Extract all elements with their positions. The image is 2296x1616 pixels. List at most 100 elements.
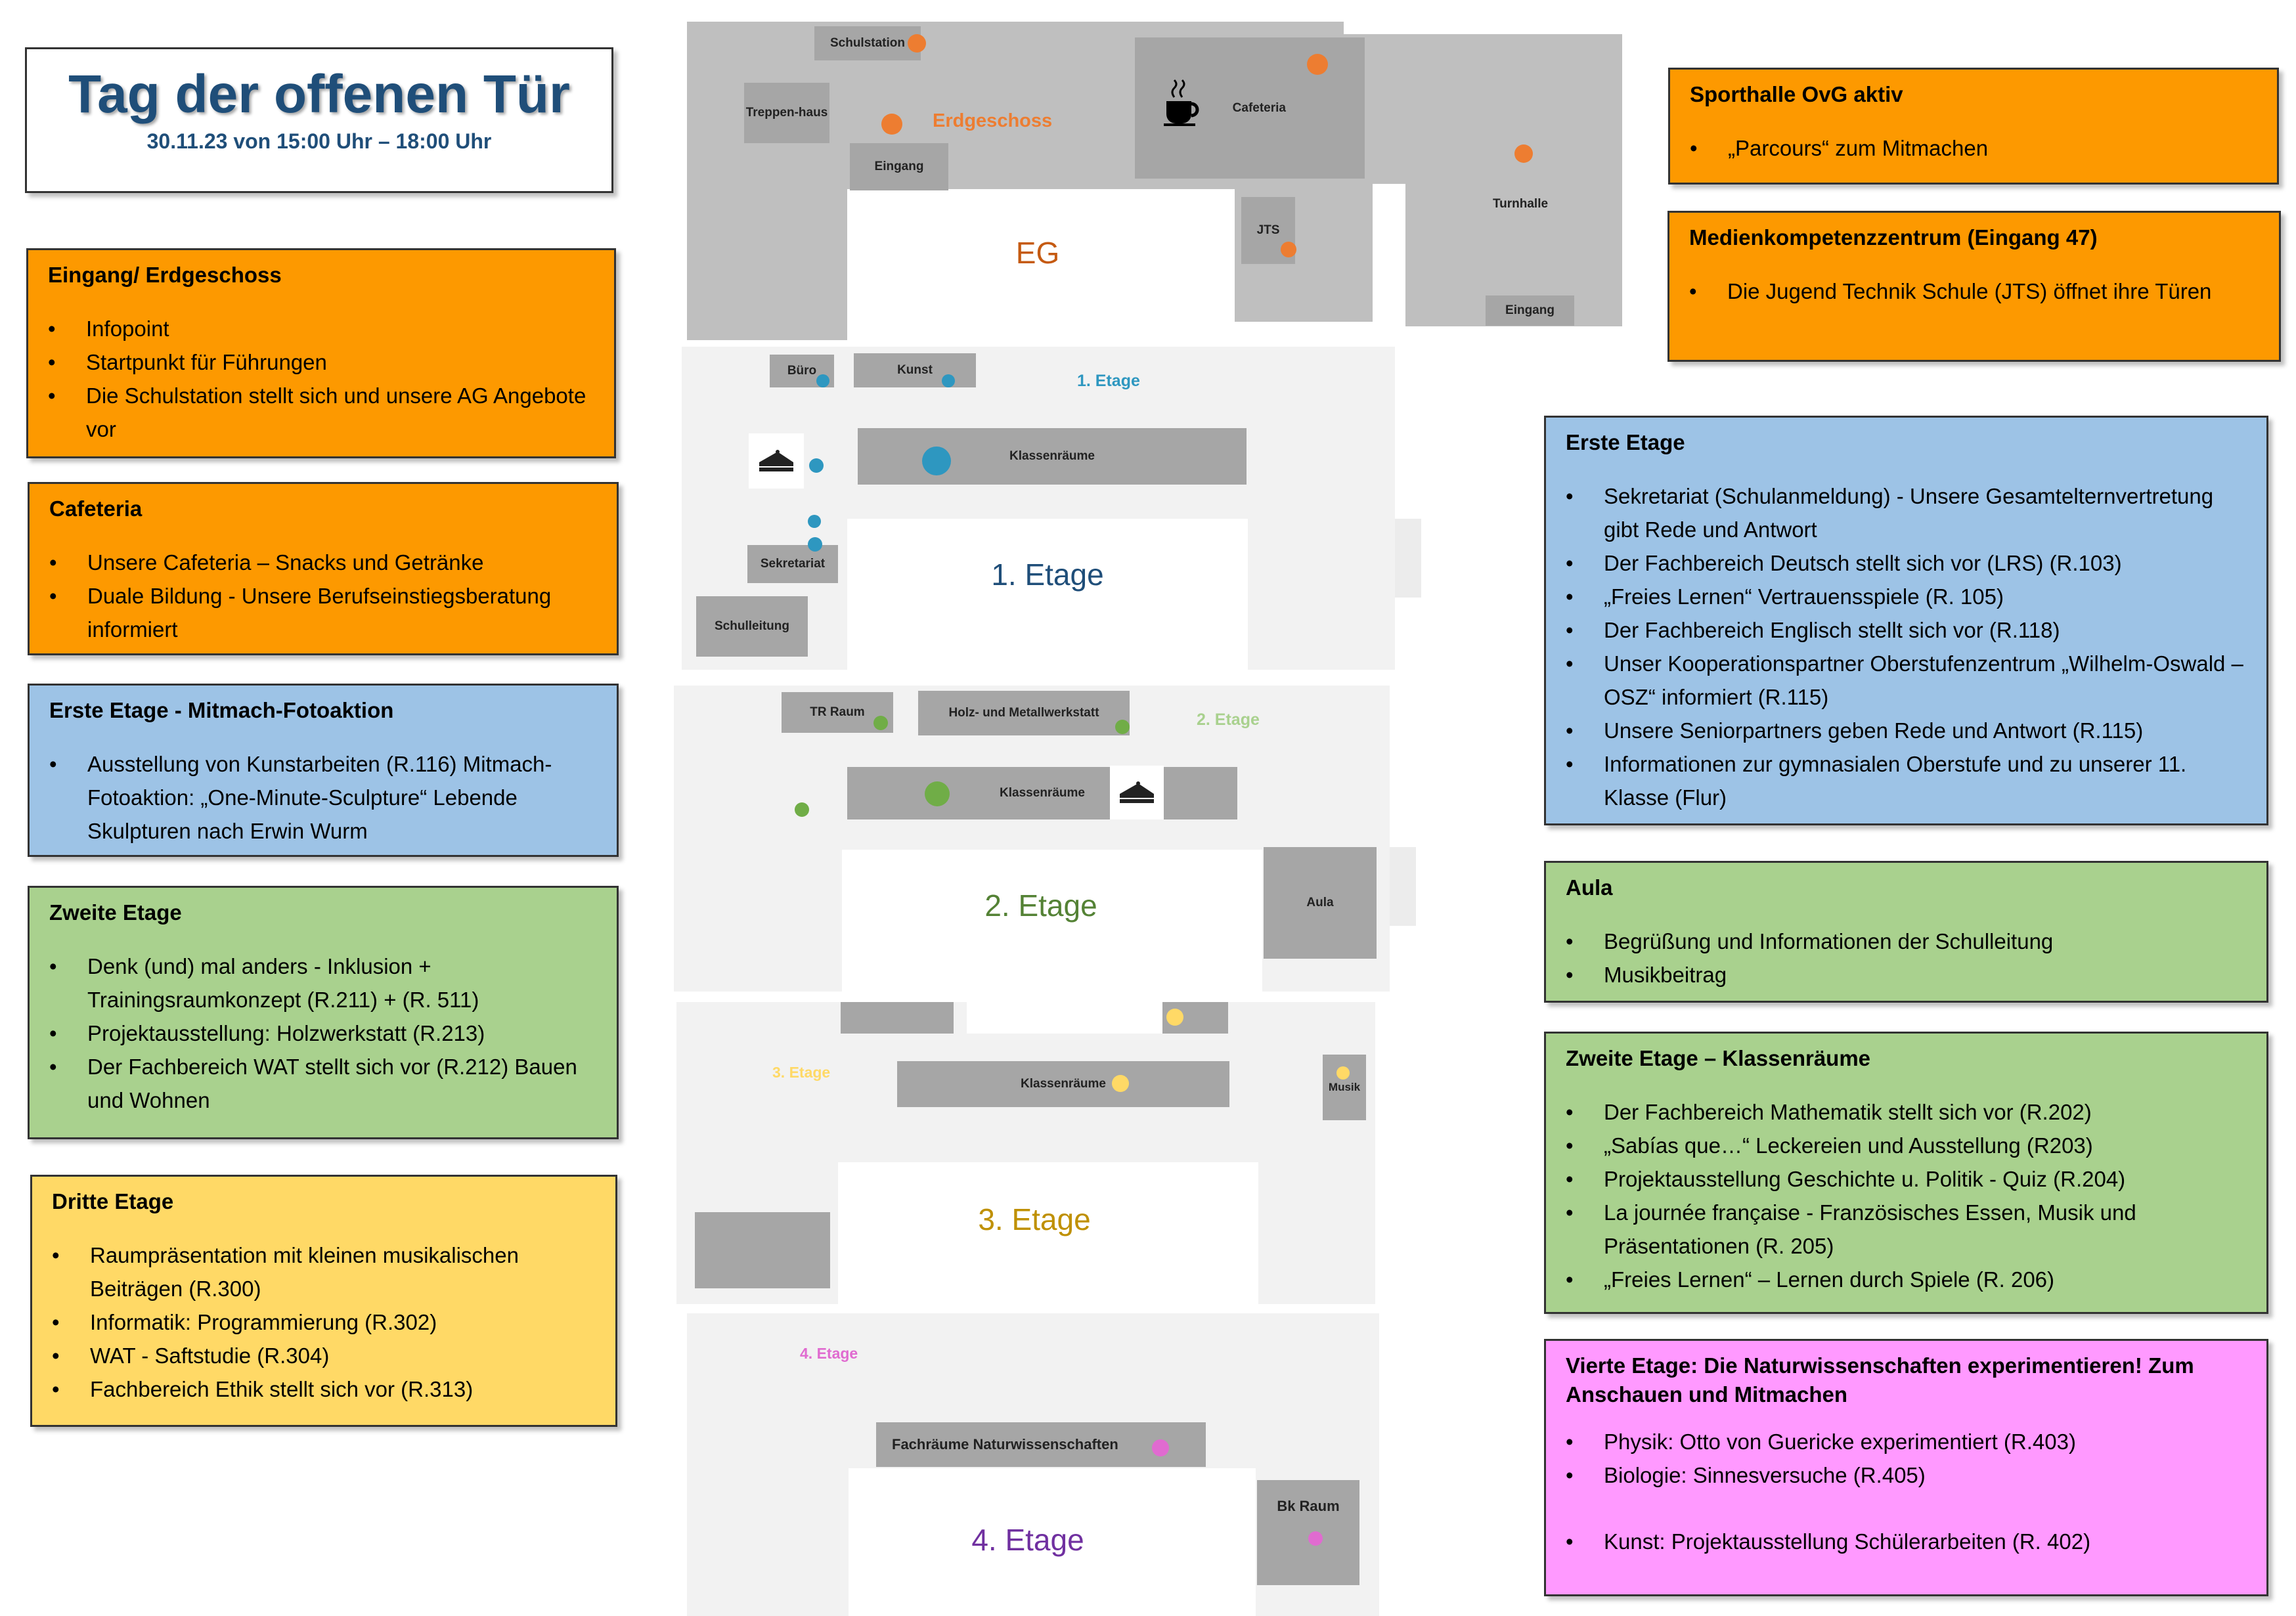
info-box-heading: Eingang/ Erdgeschoss — [48, 263, 282, 287]
marker-dot — [808, 537, 822, 552]
marker-dot — [908, 34, 926, 53]
marker-dot — [925, 781, 950, 806]
list-item: Projektausstellung: Holzwerkstatt (R.213… — [49, 1016, 597, 1050]
marker-dot — [922, 447, 951, 475]
list-item: Die Jugend Technik Schule (JTS) öffnet i… — [1689, 274, 2259, 308]
list-item: Ausstellung von Kunstarbeiten (R.116) Mi… — [49, 747, 597, 848]
list-item: Biologie: Sinnesversuche (R.405) — [1566, 1458, 2247, 1492]
marker-dot — [808, 515, 821, 528]
list-item: Sekretariat (Schulanmeldung) - Unsere Ge… — [1566, 479, 2247, 546]
page-subtitle: 30.11.23 von 15:00 Uhr – 18:00 Uhr — [146, 129, 492, 153]
list-item: Informatik: Programmierung (R.302) — [52, 1305, 596, 1339]
info-box-heading: Medienkompetenzzentrum (Eingang 47) — [1689, 225, 2098, 250]
e3-room-bottom-left — [695, 1212, 830, 1288]
room-aula: Aula — [1264, 847, 1377, 959]
room-turnhalle: Turnhalle — [1492, 197, 1549, 211]
room-eingang-turnhalle: Eingang — [1486, 295, 1574, 326]
list-item: Der Fachbereich Deutsch stellt sich vor … — [1566, 546, 2247, 580]
marker-dot — [1152, 1439, 1169, 1456]
list-item: Physik: Otto von Guericke experimentiert… — [1566, 1425, 2247, 1458]
floor-sublabel-etage-3: 3. Etage — [772, 1064, 831, 1081]
list-item: Projektausstellung Geschichte u. Politik… — [1566, 1162, 2247, 1196]
list-item: Die Schulstation stellt sich und unsere … — [48, 379, 594, 446]
info-box-heading: Erste Etage — [1566, 430, 1685, 454]
info-list: Physik: Otto von Guericke experimentiert… — [1566, 1425, 2247, 1558]
marker-dot — [1281, 242, 1296, 257]
marker-dot — [881, 114, 902, 135]
list-item: Begrüßung und Informationen der Schullei… — [1566, 925, 2247, 958]
floor-sublabel-eg: Erdgeschoss — [933, 110, 1053, 131]
list-item: Kunst: Projektausstellung Schülerarbeite… — [1566, 1525, 2247, 1558]
page-title: Tag der offenen Tür — [68, 64, 570, 124]
room-jts: JTS — [1241, 197, 1295, 264]
list-item: Denk (und) mal anders - Inklusion + Trai… — [49, 950, 597, 1016]
marker-dot — [795, 802, 809, 817]
room-holz-metallwerkstatt: Holz- und Metallwerkstatt — [918, 691, 1130, 735]
list-item: Der Fachbereich Englisch stellt sich vor… — [1566, 613, 2247, 647]
marker-dot — [1307, 54, 1328, 75]
marker-dot — [1514, 144, 1533, 163]
marker-dot — [1115, 720, 1130, 734]
eg-wing-left — [687, 189, 847, 340]
info-list: Raumpräsentation mit kleinen musikalisch… — [52, 1238, 596, 1406]
info-box-heading: Zweite Etage – Klassenräume — [1566, 1046, 1871, 1070]
coffee-cup-icon — [1157, 79, 1207, 129]
info-box-heading: Cafeteria — [49, 496, 143, 521]
room-klassenraeume-1: Klassenräume — [858, 428, 1247, 485]
list-item: Duale Bildung - Unsere Berufseinstiegsbe… — [49, 579, 597, 646]
list-item: WAT - Saftstudie (R.304) — [52, 1339, 596, 1372]
list-item: „Freies Lernen“ Vertrauensspiele (R. 105… — [1566, 580, 2247, 613]
room-schulstation: Schulstation — [814, 26, 921, 60]
e1-courtyard — [847, 519, 1248, 670]
cake-icon — [1110, 766, 1164, 819]
info-list: „Parcours“ zum Mitmachen — [1690, 131, 2257, 165]
info-list: Begrüßung und Informationen der Schullei… — [1566, 925, 2247, 992]
info-box-medienkompetenzzentrum: Medienkompetenzzentrum (Eingang 47) Die … — [1667, 211, 2281, 362]
list-item: Raumpräsentation mit kleinen musikalisch… — [52, 1238, 596, 1305]
list-item: Der Fachbereich Mathematik stellt sich v… — [1566, 1095, 2247, 1129]
floor-sublabel-etage-4: 4. Etage — [800, 1345, 858, 1362]
room-musik: Musik — [1323, 1055, 1366, 1120]
list-item: Startpunkt für Führungen — [48, 345, 594, 379]
marker-dot — [1308, 1531, 1323, 1546]
info-list: Denk (und) mal anders - Inklusion + Trai… — [49, 950, 597, 1117]
floor-label-etage-4: 4. Etage — [971, 1523, 1084, 1557]
list-item: „Parcours“ zum Mitmachen — [1690, 131, 2257, 165]
info-box-heading: Zweite Etage — [49, 900, 182, 925]
info-box-aula: Aula Begrüßung und Informationen der Sch… — [1544, 861, 2268, 1003]
info-box-cafeteria: Cafeteria Unsere Cafeteria – Snacks und … — [28, 482, 619, 655]
marker-dot — [1166, 1009, 1183, 1026]
info-box-erste-etage: Erste Etage Sekretariat (Schulanmeldung)… — [1544, 416, 2268, 825]
cake-icon — [749, 433, 804, 489]
room-fachraeume-naturwissenschaften: Fachräume Naturwissenschaften — [876, 1422, 1206, 1467]
list-item: Fachbereich Ethik stellt sich vor (R.313… — [52, 1372, 596, 1406]
info-box-sporthalle: Sporthalle OvG aktiv „Parcours“ zum Mitm… — [1668, 68, 2279, 185]
list-item: Unsere Cafeteria – Snacks und Getränke — [49, 546, 597, 579]
list-item: Unser Kooperationspartner Oberstufenzent… — [1566, 647, 2247, 714]
floor-label-etage-1: 1. Etage — [991, 557, 1104, 592]
info-list: Ausstellung von Kunstarbeiten (R.116) Mi… — [49, 747, 597, 848]
room-schulleitung: Schulleitung — [696, 596, 808, 657]
info-box-heading: Aula — [1566, 875, 1613, 900]
marker-dot — [873, 716, 888, 730]
info-box-zweite-etage: Zweite Etage Denk (und) mal anders - Ink… — [28, 886, 619, 1139]
list-item: „Freies Lernen“ – Lernen durch Spiele (R… — [1566, 1263, 2247, 1296]
info-box-heading: Dritte Etage — [52, 1189, 174, 1213]
list-item: Der Fachbereich WAT stellt sich vor (R.2… — [49, 1050, 597, 1117]
room-klassenraeume-3: Klassenräume — [897, 1061, 1229, 1107]
room-eingang: Eingang — [850, 143, 948, 190]
e3-gap — [967, 1002, 1165, 1034]
e3-courtyard — [838, 1162, 1258, 1304]
e3-room-top-left — [841, 1002, 954, 1034]
e2-stair — [1390, 847, 1416, 926]
info-list: Der Fachbereich Mathematik stellt sich v… — [1566, 1095, 2247, 1296]
marker-dot — [816, 374, 829, 387]
info-box-heading: Vierte Etage: Die Naturwissenschaften ex… — [1566, 1353, 2194, 1407]
title-box: Tag der offenen Tür 30.11.23 von 15:00 U… — [25, 47, 613, 193]
marker-dot — [809, 458, 824, 473]
marker-dot — [942, 374, 955, 387]
list-item: Infopoint — [48, 312, 594, 345]
floor-label-etage-3: 3. Etage — [978, 1202, 1091, 1236]
floor-sublabel-etage-2: 2. Etage — [1197, 710, 1260, 729]
room-bk-raum: Bk Raum — [1257, 1480, 1359, 1585]
